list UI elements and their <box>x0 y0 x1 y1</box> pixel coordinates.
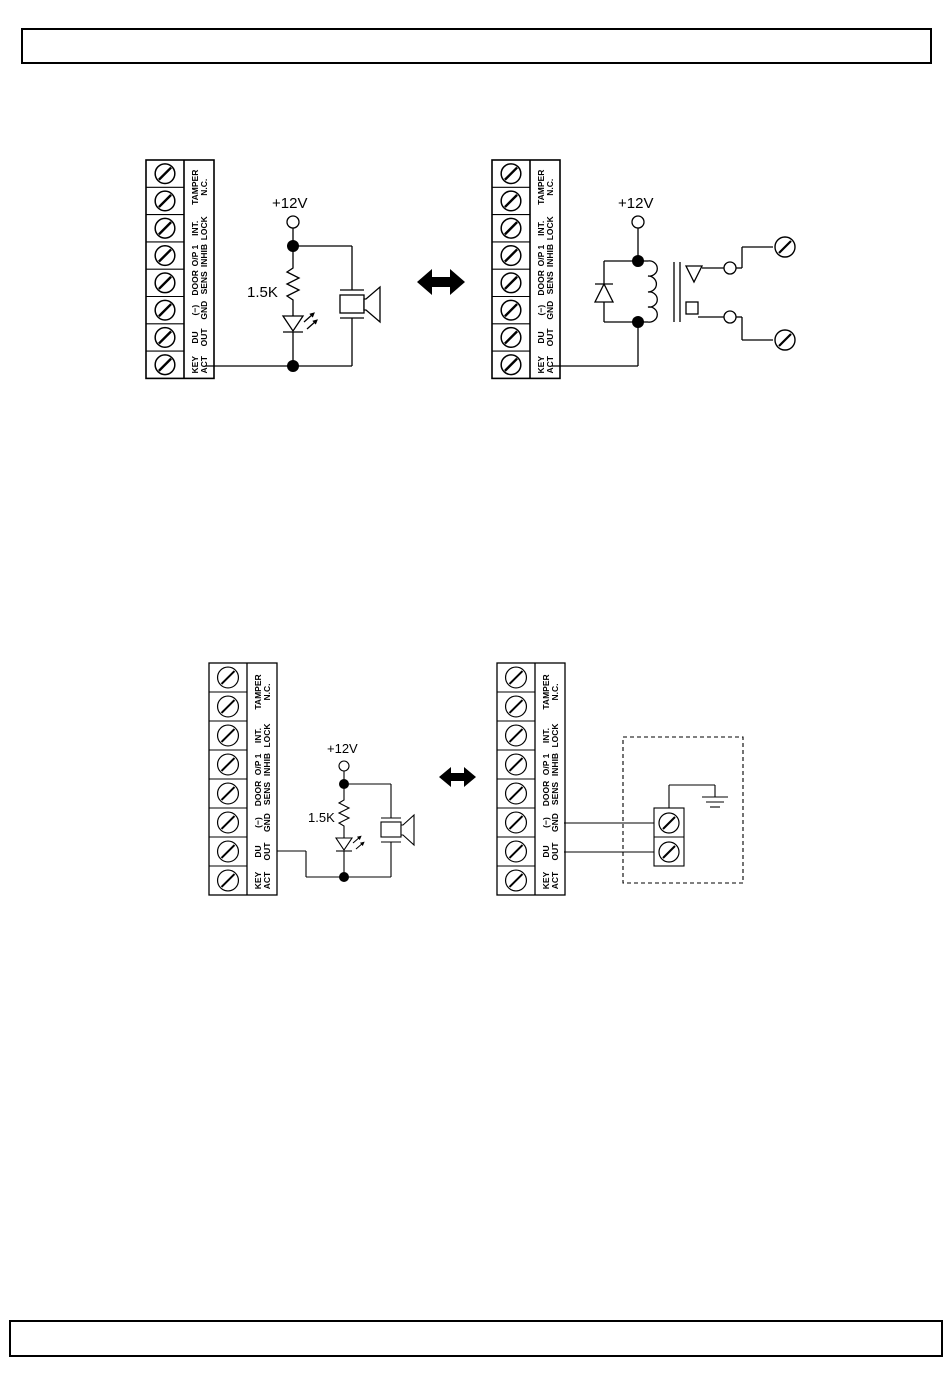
led-buzzer-circuit-2 <box>277 761 414 877</box>
terminal-label: DOORSENS <box>253 781 272 807</box>
screw-terminal-icon <box>506 754 527 775</box>
screw-terminal-icon <box>218 754 239 775</box>
screw-terminal-icon <box>506 783 527 804</box>
screw-terminal-icon <box>218 870 239 891</box>
terminal-label: DUOUT <box>190 328 209 347</box>
terminal-label: TAMPERN.C. <box>190 170 209 205</box>
double-arrow-icon <box>439 767 476 787</box>
terminal-label: TAMPERN.C. <box>536 170 555 205</box>
screw-terminal-icon <box>506 812 527 833</box>
screw-terminal-icon <box>155 246 175 266</box>
node-dots-2 <box>632 255 644 328</box>
supply-voltage-label: +12V <box>272 195 307 212</box>
terminal-label: KEYACT <box>536 355 555 373</box>
terminal-label: O/P 1INHIB <box>541 753 560 776</box>
terminal-label: DOORSENS <box>190 270 209 296</box>
terminal-label: DUOUT <box>536 328 555 347</box>
terminal-label: O/P 1INHIB <box>253 753 272 776</box>
relay-output-screws <box>775 237 795 350</box>
screw-terminal-icon <box>218 841 239 862</box>
screw-terminal-icon <box>501 164 521 184</box>
screw-terminal-icon <box>155 218 175 238</box>
screw-terminal-icon <box>501 328 521 348</box>
screw-terminal-icon <box>155 273 175 293</box>
terminal-strip-3: TAMPERN.C. INT.LOCK O/P 1INHIB DOORSENS (−)G… <box>209 663 277 895</box>
screw-terminal-icon <box>155 164 175 184</box>
terminal-label: KEYACT <box>253 871 272 889</box>
supply-voltage-label: +12V <box>327 741 358 756</box>
screw-terminal-icon <box>501 300 521 320</box>
screw-terminal-icon <box>218 783 239 804</box>
terminal-label: O/P 1INHIB <box>536 244 555 267</box>
screw-terminal-icon <box>218 696 239 717</box>
screw-terminal-icon <box>506 870 527 891</box>
terminal-label: DOORSENS <box>536 270 555 296</box>
terminal-label: O/P 1INHIB <box>190 244 209 267</box>
terminal-label: (−)GND <box>253 813 272 832</box>
screw-terminal-icon <box>501 218 521 238</box>
terminal-label: DOORSENS <box>541 781 560 807</box>
terminal-label: KEYACT <box>190 355 209 373</box>
terminal-label: INT.LOCK <box>253 723 272 748</box>
screw-terminal-icon <box>155 300 175 320</box>
external-device-circuit <box>564 737 743 883</box>
terminal-label: INT.LOCK <box>190 215 209 240</box>
terminal-label: (−)GND <box>536 301 555 320</box>
terminal-strip-2: TAMPERN.C. INT.LOCK O/P 1INHIB DOORSENS (−)G… <box>492 160 560 378</box>
terminal-label: INT.LOCK <box>536 215 555 240</box>
led-buzzer-circuit-1 <box>205 216 380 366</box>
terminal-label: INT.LOCK <box>541 723 560 748</box>
terminal-strip-1: TAMPERN.C. INT.LOCK O/P 1INHIB DOORSENS (−)G… <box>146 160 214 378</box>
screw-terminal-icon <box>218 725 239 746</box>
screw-terminal-icon <box>501 273 521 293</box>
screw-terminal-icon <box>155 191 175 211</box>
relay-circuit <box>552 216 773 366</box>
screw-terminal-icon <box>155 328 175 348</box>
screw-terminal-icon <box>506 841 527 862</box>
terminal-strip-4: TAMPERN.C. INT.LOCK O/P 1INHIB DOORSENS (−)G… <box>497 663 565 895</box>
screw-terminal-icon <box>501 191 521 211</box>
terminal-label: (−)GND <box>541 813 560 832</box>
screw-terminal-icon <box>218 812 239 833</box>
resistor-value-label: 1.5K <box>308 810 335 825</box>
screw-terminal-icon <box>506 725 527 746</box>
double-arrow-icon <box>417 269 465 295</box>
terminal-label: TAMPERN.C. <box>541 674 560 709</box>
resistor-value-label: 1.5K <box>247 284 278 301</box>
terminal-label: DUOUT <box>541 842 560 861</box>
supply-voltage-label: +12V <box>618 195 653 212</box>
screw-terminal-icon <box>501 246 521 266</box>
footer-box <box>9 1320 943 1357</box>
screw-terminal-icon <box>506 667 527 688</box>
screw-terminal-icon <box>506 696 527 717</box>
screw-terminal-icon <box>501 355 521 375</box>
screw-terminal-icon <box>218 667 239 688</box>
terminal-label: TAMPERN.C. <box>253 674 272 709</box>
terminal-label: KEYACT <box>541 871 560 889</box>
terminal-label: DUOUT <box>253 842 272 861</box>
screw-terminal-icon <box>155 355 175 375</box>
terminal-label: (−)GND <box>190 301 209 320</box>
